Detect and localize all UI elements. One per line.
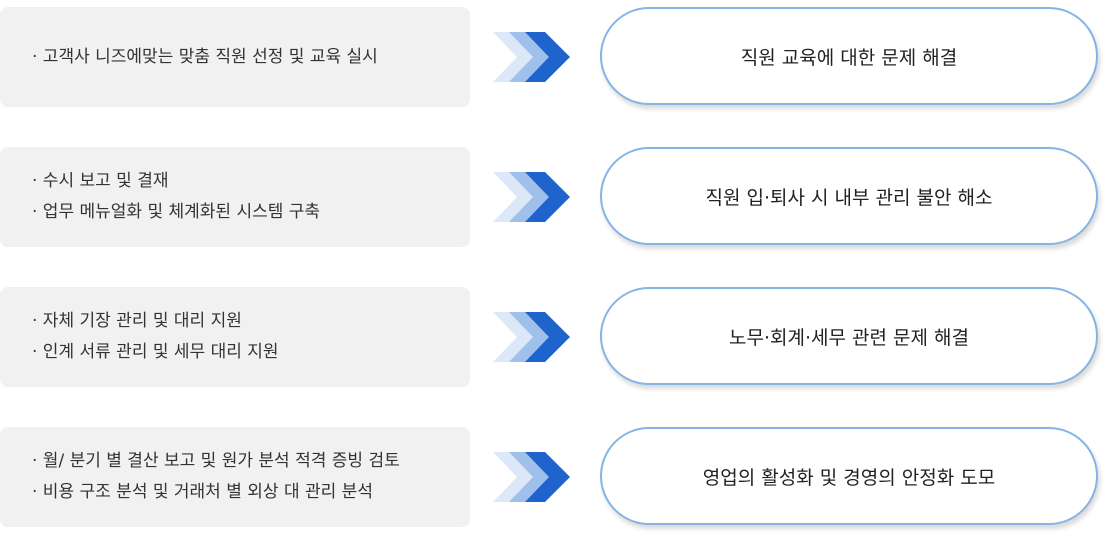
solution-row-1: · 고객사 니즈에맞는 맞춤 직원 선정 및 교육 실시 직원 교육에 대한 문…	[0, 7, 1110, 107]
chevron-arrows-icon	[493, 172, 570, 222]
result-label: 노무·회계·세무 관련 문제 해결	[729, 326, 969, 349]
service-item: · 월/ 분기 별 결산 보고 및 원가 분석 적격 증빙 검토	[32, 451, 400, 471]
service-item: · 자체 기장 관리 및 대리 지원	[32, 311, 242, 331]
service-box-4: · 월/ 분기 별 결산 보고 및 원가 분석 적격 증빙 검토 · 비용 구조…	[0, 427, 470, 527]
service-item: · 업무 메뉴얼화 및 체계화된 시스템 구축	[32, 202, 321, 222]
result-box-1: 직원 교육에 대한 문제 해결	[600, 7, 1098, 105]
result-box-3: 노무·회계·세무 관련 문제 해결	[600, 287, 1098, 385]
chevron-arrows-icon	[493, 32, 570, 82]
service-box-2: · 수시 보고 및 결재 · 업무 메뉴얼화 및 체계화된 시스템 구축	[0, 147, 470, 247]
service-item: · 고객사 니즈에맞는 맞춤 직원 선정 및 교육 실시	[32, 46, 378, 67]
service-item: · 인계 서류 관리 및 세무 대리 지원	[32, 342, 279, 362]
result-label: 직원 교육에 대한 문제 해결	[740, 46, 958, 69]
chevron-arrows-icon	[493, 452, 570, 502]
chevron-arrows-icon	[493, 312, 570, 362]
service-item: · 비용 구조 분석 및 거래처 별 외상 대 관리 분석	[32, 482, 373, 502]
solution-row-2: · 수시 보고 및 결재 · 업무 메뉴얼화 및 체계화된 시스템 구축 직원 …	[0, 147, 1110, 247]
service-item: · 수시 보고 및 결재	[32, 171, 169, 191]
service-box-1: · 고객사 니즈에맞는 맞춤 직원 선정 및 교육 실시	[0, 7, 470, 107]
solution-row-4: · 월/ 분기 별 결산 보고 및 원가 분석 적격 증빙 검토 · 비용 구조…	[0, 427, 1110, 527]
result-label: 직원 입·퇴사 시 내부 관리 불안 해소	[705, 186, 993, 209]
result-box-4: 영업의 활성화 및 경영의 안정화 도모	[600, 427, 1098, 525]
service-box-3: · 자체 기장 관리 및 대리 지원 · 인계 서류 관리 및 세무 대리 지원	[0, 287, 470, 387]
solution-row-3: · 자체 기장 관리 및 대리 지원 · 인계 서류 관리 및 세무 대리 지원…	[0, 287, 1110, 387]
result-box-2: 직원 입·퇴사 시 내부 관리 불안 해소	[600, 147, 1098, 245]
result-label: 영업의 활성화 및 경영의 안정화 도모	[702, 466, 996, 489]
